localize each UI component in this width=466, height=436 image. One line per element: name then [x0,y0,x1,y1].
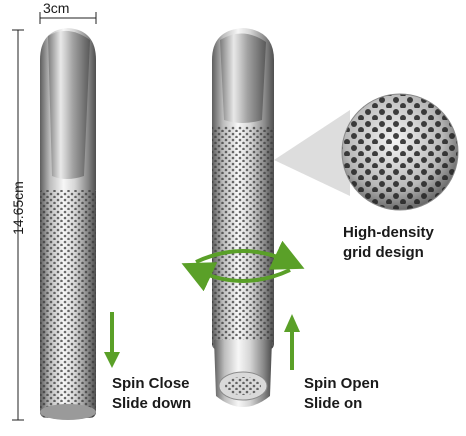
slide-up-arrow [284,314,300,370]
open-label-line-2: Slide on [304,395,363,412]
infuser-closed [40,28,96,420]
width-label: 3cm [43,0,70,16]
spin-open-label: Spin Open Slide on [304,374,379,414]
height-dimension [12,29,24,421]
width-dimension [39,12,97,24]
spin-close-label: Spin Close Slide down [112,374,191,414]
close-label-line-2: Slide down [112,395,192,412]
height-label: 14.65cm [10,181,26,235]
spin-arrow [181,240,305,292]
slide-down-arrow [104,312,120,368]
close-label-line-1: Spin Close [112,375,190,392]
grid-label-line-1: High-density [343,224,434,241]
grid-design-label: High-density grid design [343,223,434,263]
infuser-open [212,28,274,407]
grid-label-line-2: grid design [343,244,424,261]
open-label-line-1: Spin Open [304,375,379,392]
magnifier-callout [274,93,459,211]
